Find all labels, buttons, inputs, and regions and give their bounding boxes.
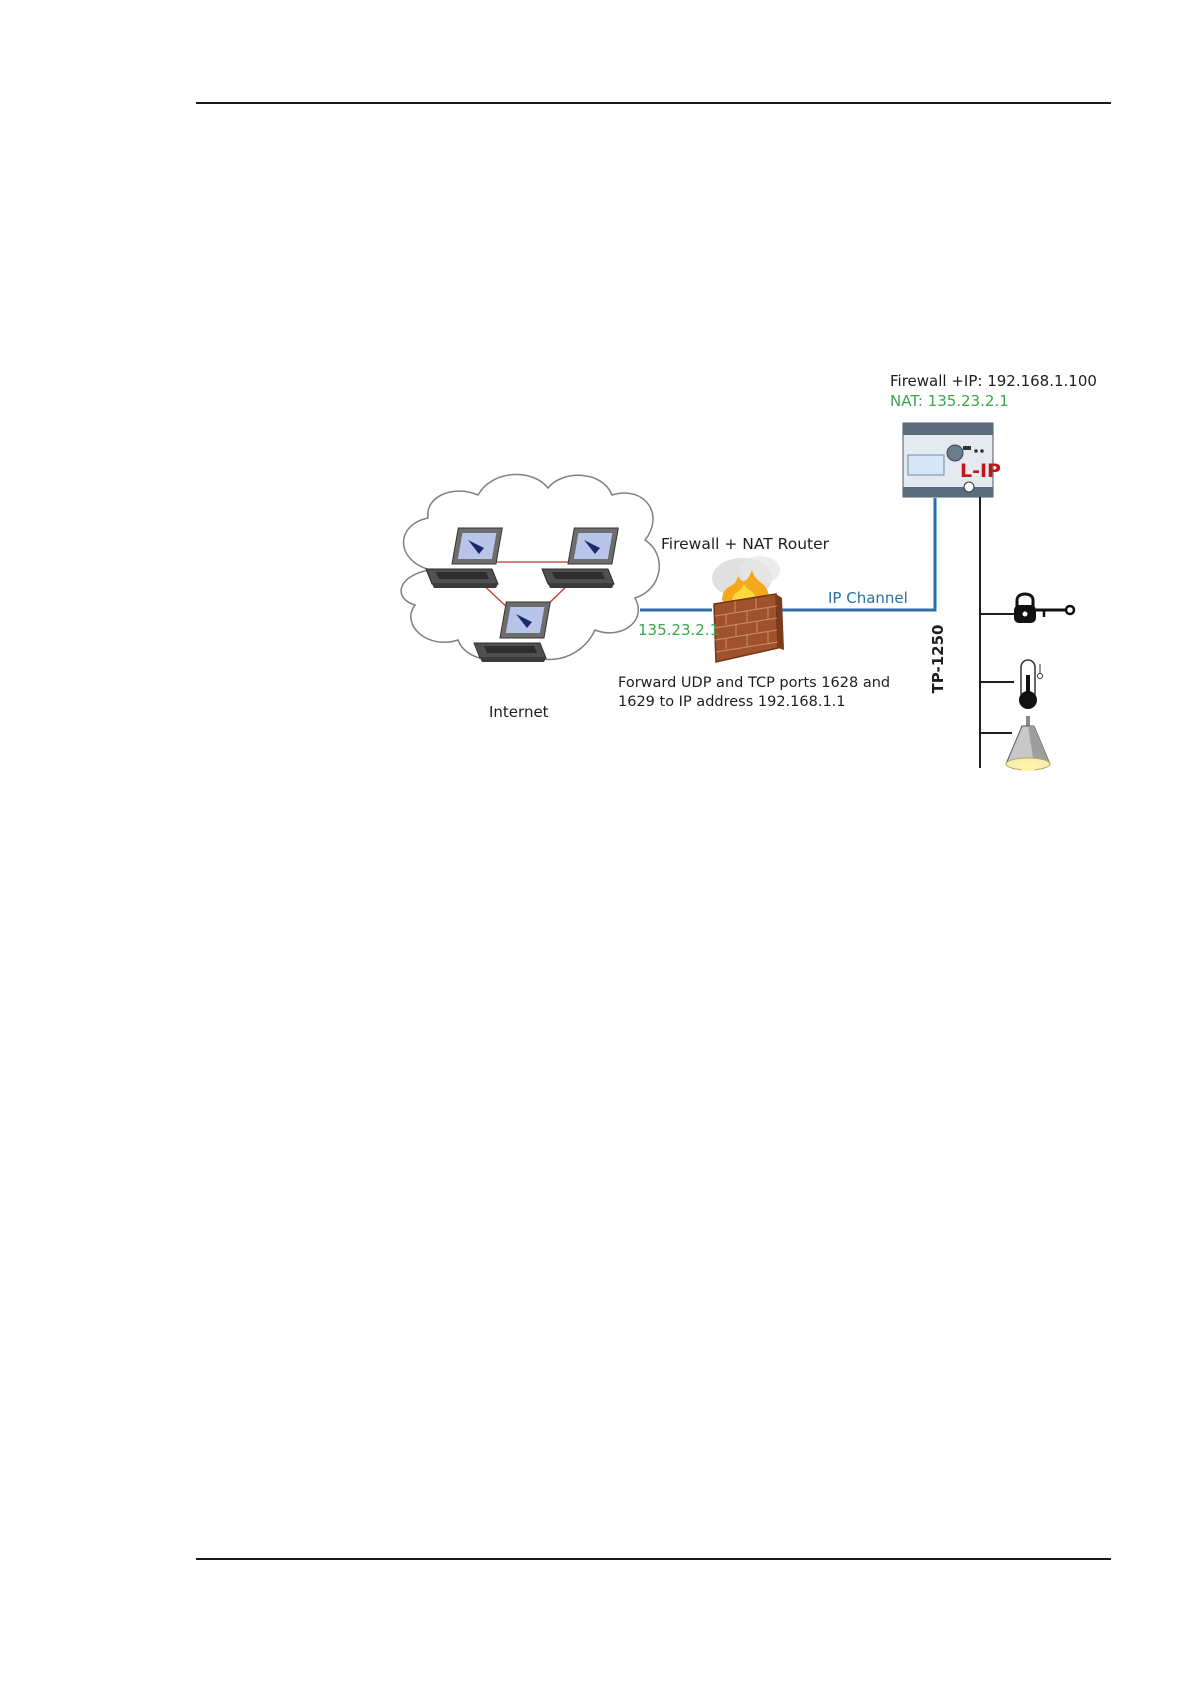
internet-label: Internet	[489, 703, 549, 721]
firewall-icon	[712, 556, 784, 662]
lamp-icon	[1006, 716, 1050, 771]
router-title-label: Firewall + NAT Router	[661, 535, 829, 553]
port-forward-note-line1: Forward UDP and TCP ports 1628 and	[618, 675, 890, 691]
bus-label: TP-1250	[929, 625, 947, 694]
device-header-label: Firewall +IP: 192.168.1.100	[890, 372, 1097, 390]
device-brand-label: L-IP	[960, 460, 1001, 482]
device-nat-label: NAT: 135.23.2.1	[890, 392, 1009, 410]
thermometer-icon	[1019, 660, 1043, 709]
ip-channel-label: IP Channel	[828, 589, 908, 607]
lock-key-icon	[1014, 594, 1074, 623]
tp-bus	[980, 497, 1014, 768]
port-forward-note-line2: 1629 to IP address 192.168.1.1	[618, 694, 846, 710]
router-public-ip-label: 135.23.2.1	[638, 621, 719, 639]
